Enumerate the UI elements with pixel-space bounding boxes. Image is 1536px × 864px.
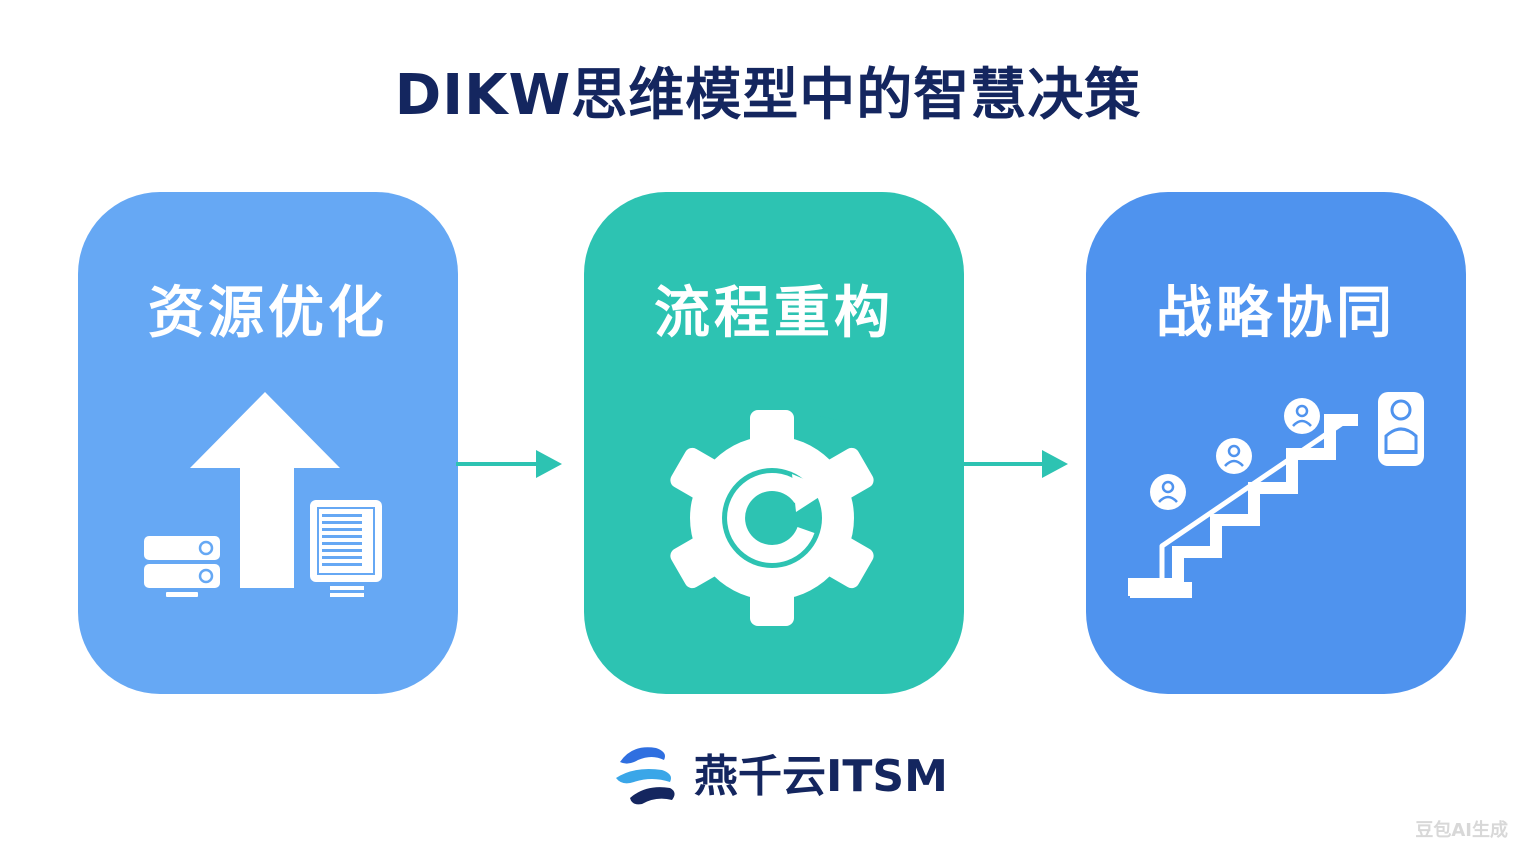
page-title: DIKW思维模型中的智慧决策 bbox=[394, 63, 1142, 128]
gear-with-cycle-arrow-icon bbox=[670, 410, 874, 626]
card-strategic-synergy: 战略协同 bbox=[1086, 192, 1466, 694]
arrow-up-with-servers-and-document-icon bbox=[144, 392, 382, 597]
yanqianyun-logo-icon bbox=[616, 747, 675, 805]
card-process-reengineering: 流程重构 bbox=[584, 192, 964, 694]
card-resource-optimization: 资源优化 bbox=[78, 192, 458, 694]
card-label: 流程重构 bbox=[654, 281, 894, 346]
people-on-staircase-icon bbox=[1128, 392, 1424, 598]
flow-arrow-icon bbox=[456, 450, 562, 478]
card-label: 资源优化 bbox=[148, 281, 388, 346]
flow-arrow-icon bbox=[962, 450, 1068, 478]
ai-watermark: 豆包AI生成 bbox=[1415, 820, 1508, 841]
brand-name: 燕千云ITSM bbox=[694, 751, 948, 802]
brand-logo: 燕千云ITSM bbox=[612, 742, 952, 812]
card-label: 战略协同 bbox=[1156, 281, 1396, 346]
